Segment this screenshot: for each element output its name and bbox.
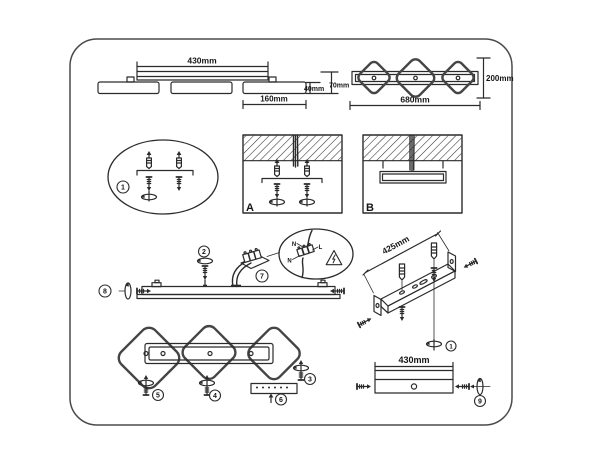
wiring-detail-circle: N L N: [278, 228, 354, 280]
dim-40mm-label: 40mm: [304, 86, 324, 93]
driver-cover-plate: [250, 382, 298, 404]
dim-430mm-plate-label: 430mm: [398, 355, 429, 365]
frame-middle: [395, 58, 436, 98]
step-7-badge: 7: [255, 269, 269, 283]
wire-n-left-label: N: [287, 259, 291, 265]
wire-n-top-label: N: [292, 242, 296, 248]
side-view: 430mm 40mm 70mm 160mm: [97, 56, 349, 110]
step-1-detail: 1: [107, 139, 219, 215]
top-view: 200mm 680mm: [349, 57, 514, 111]
step-9-number: 9: [478, 399, 482, 406]
step-1-badge: 1: [116, 180, 130, 194]
step-7-number: 7: [260, 274, 264, 281]
ceiling-hatch: [243, 135, 342, 161]
bracket-iso-view: 425mm 1: [356, 230, 479, 352]
step-4-number: 4: [213, 393, 217, 400]
terminal-connector: [242, 247, 262, 264]
step-6-badge: 6: [274, 393, 288, 406]
step-1-number: 1: [121, 185, 125, 192]
mount-panel-a: A: [242, 134, 343, 214]
mount-panel-b: B: [362, 134, 463, 214]
dim-70mm-label: 70mm: [329, 83, 349, 90]
step-9-badge: 9: [473, 394, 487, 408]
step-8-badge: 8: [98, 284, 112, 298]
step-2-number: 2: [202, 249, 206, 256]
step-2-badge: 2: [197, 245, 211, 258]
frame-left: [117, 326, 181, 390]
step-3-badge: 3: [303, 372, 317, 386]
frame-middle: [181, 324, 237, 381]
step-5-number: 5: [156, 393, 160, 400]
step-8-number: 8: [103, 289, 107, 296]
step-3-number: 3: [308, 377, 312, 384]
wire-l-label: L: [319, 245, 323, 251]
sheet-border: [69, 38, 513, 426]
step-4-badge: 4: [208, 389, 222, 402]
bracket-plate-view: 430mm 9: [356, 355, 491, 408]
panel-a-label: A: [246, 202, 254, 214]
dim-430mm-top-label: 430mm: [187, 56, 217, 66]
electric-warning-icon: [325, 249, 343, 266]
frames-assembly: 5 4 3 6: [117, 324, 317, 406]
dim-425mm-label: 425mm: [380, 233, 411, 256]
dim-200mm-label: 200mm: [486, 74, 514, 83]
step-1-iso-number: 1: [449, 344, 453, 350]
step-6-number: 6: [279, 397, 283, 404]
frame-right: [247, 326, 301, 381]
frame-left: [357, 60, 391, 95]
wiring-step: 2 7 8: [98, 228, 354, 300]
dim-160mm-label: 160mm: [260, 95, 288, 104]
frame-right: [441, 60, 475, 95]
step-1-iso-badge: 1: [445, 340, 457, 352]
dim-680mm-label: 680mm: [400, 95, 430, 105]
step-5-badge: 5: [151, 388, 165, 402]
panel-b-label: B: [366, 202, 374, 214]
